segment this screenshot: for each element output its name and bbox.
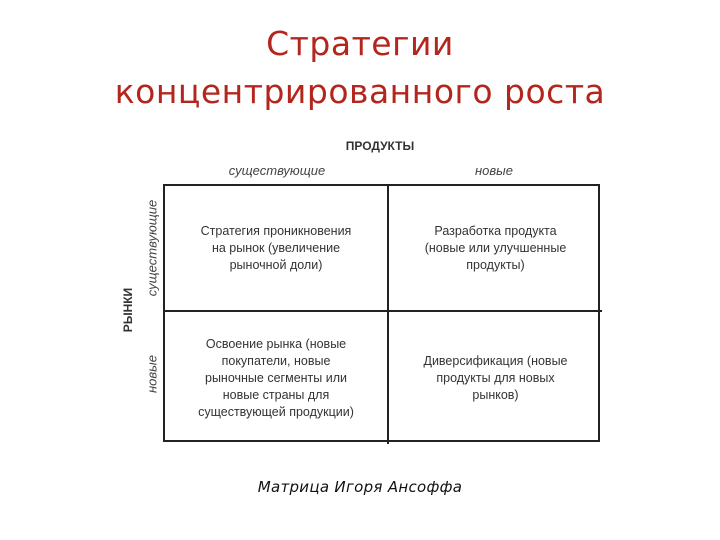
page-title-line-2: концентрированного роста: [114, 72, 606, 111]
column-label-existing: существующие: [228, 163, 326, 178]
row-label-existing: существующие: [144, 199, 160, 297]
cell-product-development: Разработка продукта (новые или улучшенны…: [389, 186, 602, 312]
cell-diversification: Диверсификация (новые продукты для новых…: [423, 353, 568, 402]
products-axis-label: ПРОДУКТЫ: [345, 139, 415, 153]
cell-market-development: Освоение рынка (новые покупатели, новые …: [165, 312, 389, 444]
markets-axis-label: РЫНКИ: [121, 287, 135, 333]
figure-caption: Матрица Игоря Ансоффа: [257, 478, 463, 496]
column-label-new: новые: [475, 163, 513, 178]
row-label-new: новые: [144, 355, 160, 393]
page-title-line-1: Стратегии: [266, 24, 454, 63]
ansoff-matrix: Стратегия проникновения на рынок (увелич…: [163, 184, 602, 444]
cell-market-penetration: Стратегия проникновения на рынок (увелич…: [165, 186, 389, 312]
